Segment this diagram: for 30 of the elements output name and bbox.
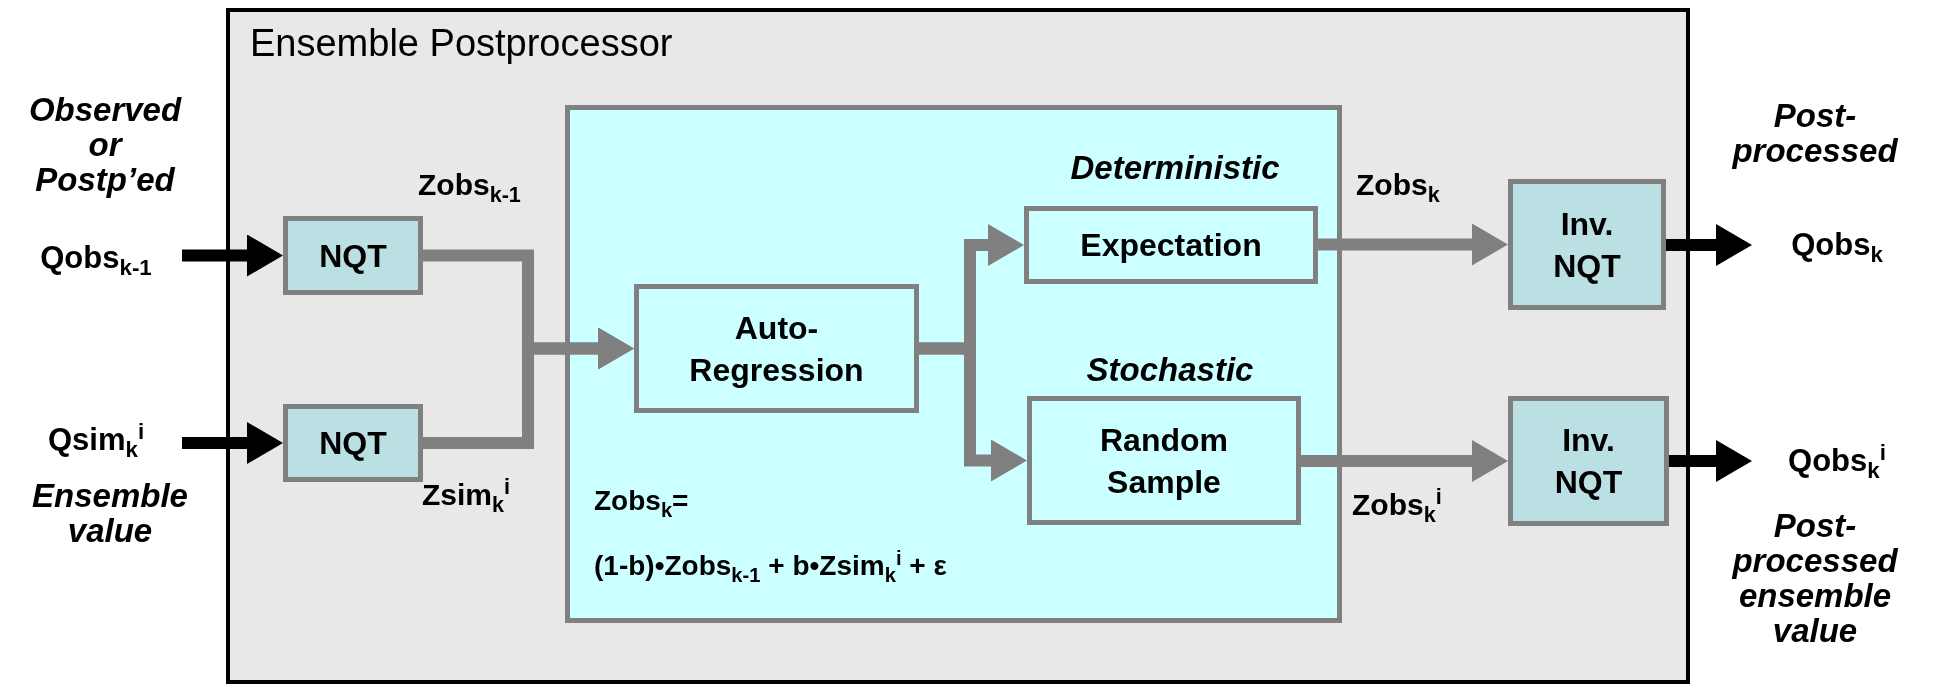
- signal-label: Qobs$_{k-1}$: [10, 230, 182, 286]
- process-box: Inv. NQT: [1508, 179, 1666, 310]
- signal-label: Qobs$_{k}$: [1752, 216, 1922, 274]
- arrow: [182, 234, 283, 277]
- model-panel: [565, 105, 1342, 623]
- process-box: Expectation: [1024, 206, 1318, 284]
- arrow: [423, 327, 634, 449]
- edge-label: Zobs$_{k}$: [1356, 168, 1440, 202]
- arrow: [1669, 440, 1752, 482]
- arrow: [1301, 440, 1508, 482]
- frame-title: Ensemble Postprocessor: [250, 22, 673, 65]
- arrow: [1666, 224, 1752, 266]
- caption-text: Deterministic: [1069, 150, 1281, 185]
- edge-label: Zobs$_{k-1}$: [418, 168, 521, 202]
- formula-text: Zobs$_{k}$=: [594, 485, 689, 517]
- arrow: [919, 342, 1027, 482]
- process-box: Inv. NQT: [1508, 396, 1669, 526]
- formula-text: (1-b)•Zobs$_{k-1}$ + b•Zsim$_{k}$$^{i}$ + ε: [594, 550, 947, 582]
- caption-text: Post- processed: [1731, 98, 1899, 168]
- process-box: NQT: [283, 216, 423, 295]
- caption-text: Observed or Postp’ed: [27, 92, 183, 197]
- caption-text: Post- processed ensemble value: [1731, 508, 1899, 648]
- process-box: NQT: [283, 404, 423, 482]
- process-box: Random Sample: [1027, 396, 1301, 525]
- arrow: [1318, 223, 1508, 266]
- process-box: Auto- Regression: [634, 284, 919, 413]
- arrow: [182, 422, 283, 464]
- system-frame: [226, 8, 1690, 684]
- caption-text: Stochastic: [1085, 352, 1255, 387]
- caption-text: Ensemble value: [31, 478, 189, 548]
